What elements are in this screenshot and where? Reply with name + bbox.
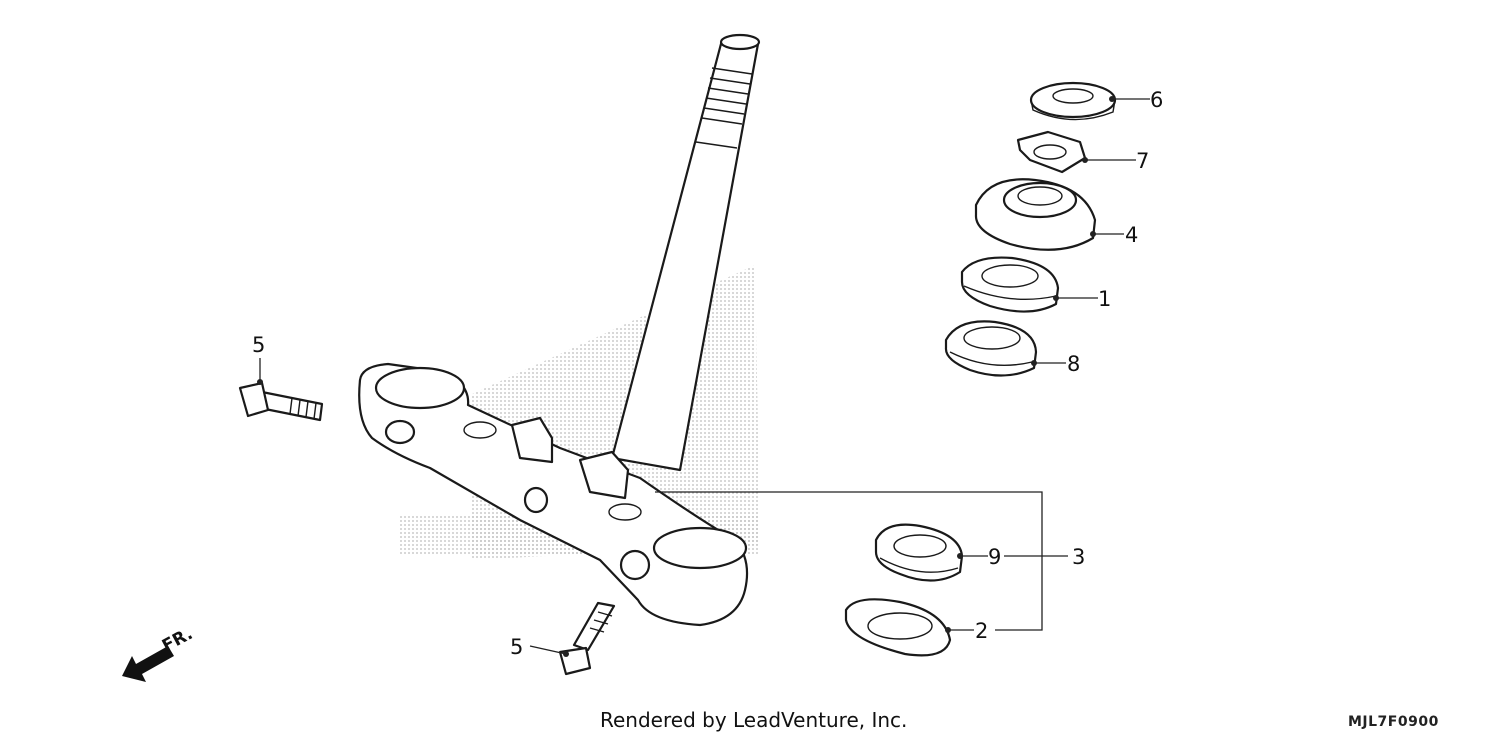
callout-5-lower: 5 xyxy=(510,635,523,659)
callout-6: 6 xyxy=(1150,88,1163,112)
lower-triple-clamp xyxy=(358,362,749,627)
leader-lines xyxy=(257,96,1150,657)
callout-2: 2 xyxy=(975,619,988,643)
rendered-by-credit: Rendered by LeadVenture, Inc. xyxy=(600,708,908,732)
callout-5-upper: 5 xyxy=(252,333,265,357)
lock-nut-part-6 xyxy=(1029,81,1117,121)
callout-7: 7 xyxy=(1136,149,1149,173)
bolt-lower xyxy=(558,601,616,676)
front-direction-arrow-icon: FR. xyxy=(122,624,196,682)
race-part-1 xyxy=(960,256,1060,313)
dust-seal-part-2 xyxy=(844,598,952,657)
bearing-part-8 xyxy=(944,320,1038,377)
diagram-code: MJL7F0900 xyxy=(1348,714,1439,730)
callout-4: 4 xyxy=(1125,223,1138,247)
adjusting-nut-part-4 xyxy=(974,178,1097,251)
lock-washer-part-7 xyxy=(1016,130,1087,174)
callout-1: 1 xyxy=(1098,287,1111,311)
callout-8: 8 xyxy=(1067,352,1080,376)
callout-3: 3 xyxy=(1072,545,1085,569)
bearing-part-9 xyxy=(874,523,964,582)
callout-labels: 6 7 4 1 8 9 3 2 5 5 xyxy=(252,88,1163,659)
callout-9: 9 xyxy=(988,545,1001,569)
steering-stem xyxy=(610,33,761,472)
bolt-upper xyxy=(238,381,324,422)
